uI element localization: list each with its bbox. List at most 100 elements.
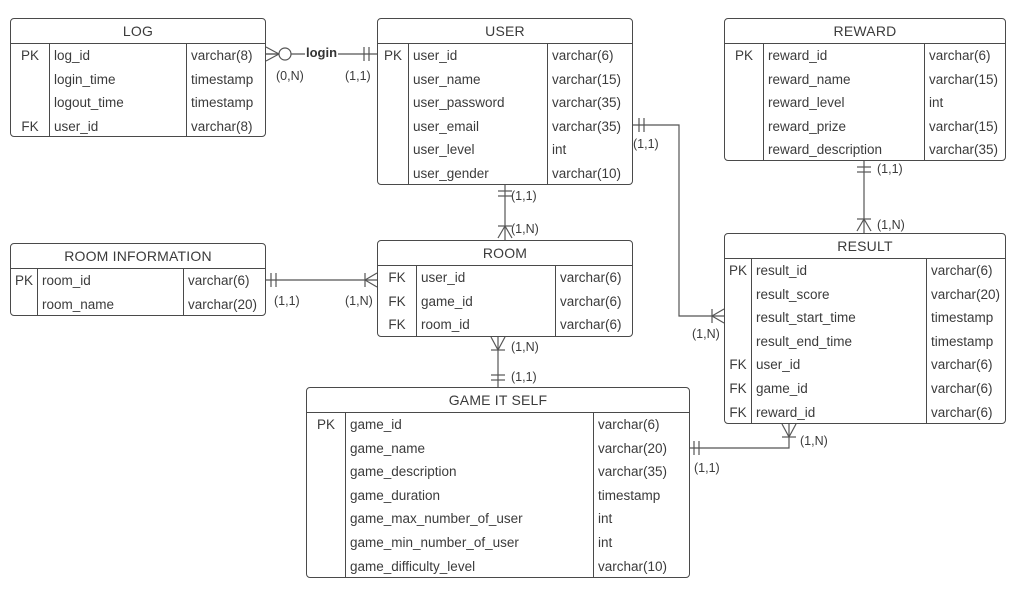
attribute-type: varchar(35) [552, 118, 622, 134]
attribute-name: logout_time [50, 91, 187, 115]
key-marker [725, 138, 764, 160]
attribute-type: varchar(8) [191, 118, 253, 134]
key-marker: PK [11, 269, 38, 293]
key-marker: PK [725, 259, 752, 283]
attribute-type: int [598, 534, 613, 550]
attribute-type: varchar(6) [560, 317, 622, 333]
key-marker: PK [378, 44, 409, 68]
entity-title: RESULT [725, 234, 1005, 259]
cardinality-user-result-user-end: (1,1) [633, 137, 659, 151]
crowfoot-mark [265, 46, 280, 55]
key-marker [378, 161, 409, 184]
attribute-name: room_name [38, 292, 184, 315]
attribute-type: varchar(6) [188, 273, 250, 288]
attribute-name: user_password [409, 91, 548, 115]
attribute-name: user_id [50, 114, 187, 136]
cardinality-game-result-game-end: (1,1) [694, 461, 720, 475]
attribute-name: reward_name [764, 67, 925, 92]
cardinality-roominfo-room-roominfo-end: (1,1) [274, 294, 300, 308]
crowfoot-mark [265, 53, 280, 62]
cardinality-reward-result-reward-end: (1,1) [877, 162, 903, 176]
attribute-name: game_description [346, 460, 594, 484]
key-marker: PK [725, 44, 764, 68]
key-marker [11, 91, 50, 115]
attribute-type: varchar(15) [929, 71, 999, 87]
key-marker [307, 436, 346, 461]
attribute-name: game_name [346, 436, 594, 461]
attribute-name: game_id [752, 376, 927, 401]
attribute-name: user_email [409, 114, 548, 139]
key-marker: FK [725, 400, 752, 423]
attribute-type: varchar(15) [552, 71, 622, 87]
attribute-type: varchar(10) [552, 165, 622, 181]
cardinality-room-game-room-end: (1,N) [511, 340, 539, 354]
crowfoot-mark [497, 225, 506, 239]
attribute-name: user_id [752, 353, 927, 377]
key-marker [11, 67, 50, 92]
entity-title: ROOM INFORMATION [11, 244, 265, 269]
key-marker: PK [11, 44, 50, 68]
key-marker [725, 114, 764, 139]
attribute-type: varchar(8) [191, 48, 253, 63]
crowfoot-mark [863, 218, 872, 232]
cardinality-roominfo-room-room-end: (1,N) [345, 294, 373, 308]
key-marker: FK [11, 114, 50, 136]
attribute-type: int [552, 142, 567, 158]
crowfoot-mark [364, 279, 378, 288]
key-marker: FK [725, 353, 752, 377]
cardinality-user-room-room-end: (1,N) [511, 222, 539, 236]
crowfoot-mark [781, 423, 790, 438]
key-marker: FK [725, 376, 752, 401]
attribute-type: varchar(15) [929, 118, 999, 134]
attribute-name: login_time [50, 67, 187, 92]
attribute-name: reward_description [764, 138, 925, 160]
attribute-name: log_id [50, 44, 187, 68]
crowfoot-mark [711, 315, 725, 324]
attribute-name: result_id [752, 259, 927, 283]
attribute-type: int [929, 95, 944, 111]
attribute-type: varchar(6) [560, 293, 622, 309]
attribute-name: room_id [417, 313, 556, 336]
attribute-type: varchar(10) [598, 558, 668, 574]
attribute-type: varchar(6) [929, 48, 991, 63]
entity-title: GAME IT SELF [307, 388, 689, 413]
key-marker: FK [378, 313, 417, 336]
key-marker [725, 67, 764, 92]
attribute-row: user_level int [378, 138, 632, 162]
key-marker [725, 306, 752, 330]
attribute-type: varchar(35) [552, 95, 622, 111]
attribute-type: varchar(35) [598, 464, 668, 480]
attribute-type: timestamp [191, 95, 254, 111]
crowfoot-mark [490, 336, 499, 351]
connector-user-result [633, 124, 724, 317]
key-marker [725, 329, 752, 354]
attribute-type: varchar(6) [931, 357, 993, 373]
attribute-name: user_level [409, 138, 548, 162]
key-marker [11, 292, 38, 315]
